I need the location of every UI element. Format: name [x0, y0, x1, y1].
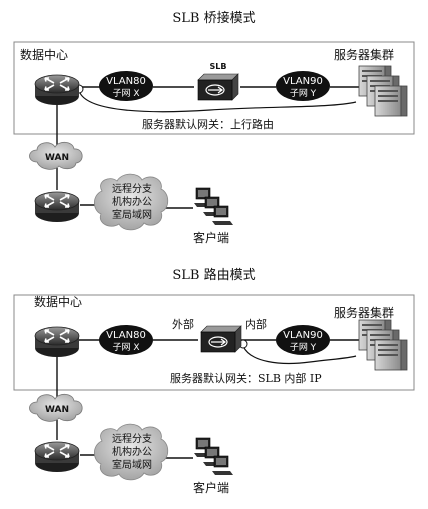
- top-branch-line2: 机构办公: [112, 195, 152, 208]
- bottom-slb-icon: [200, 325, 242, 353]
- bottom-vlan80-node: VLAN80 子网 X: [99, 325, 153, 355]
- top-datacenter-box: [13, 41, 415, 135]
- bottom-vlan80-name: VLAN80: [106, 330, 146, 341]
- top-gateway-path: [79, 92, 357, 113]
- bottom-client-label: 客户端: [193, 480, 229, 495]
- top-wan-label: WAN: [45, 153, 69, 163]
- bottom-server-cluster-icon: [359, 320, 407, 370]
- bottom-branch-router-icon: [34, 441, 80, 473]
- bottom-gateway-path: [242, 345, 357, 365]
- top-vlan90-subnet: 子网 Y: [290, 88, 317, 99]
- top-vlan80-name: VLAN80: [106, 76, 146, 87]
- bottom-wan-label: WAN: [45, 405, 69, 415]
- top-gateway-note: 服务器默认网关：上行路由: [142, 117, 274, 131]
- bottom-title: SLB 路由模式: [172, 267, 255, 283]
- bottom-branch-line1: 远程分支: [112, 433, 152, 445]
- top-server-cluster-icon: [359, 66, 407, 116]
- top-vlan80-subnet: 子网 X: [112, 88, 139, 99]
- top-server-cluster-label: 服务器集群: [334, 47, 394, 62]
- bottom-inside-label: 内部: [245, 317, 267, 331]
- top-client-pcs-icon: [194, 188, 233, 225]
- bottom-vlan90-name: VLAN90: [283, 330, 323, 341]
- top-slb-label: SLB: [210, 62, 227, 71]
- top-client-label: 客户端: [193, 230, 229, 245]
- top-vlan90-node: VLAN90 子网 Y: [276, 71, 330, 101]
- bottom-vlan90-subnet: 子网 Y: [290, 342, 317, 353]
- top-title: SLB 桥接模式: [172, 10, 255, 26]
- bottom-outside-label: 外部: [172, 317, 194, 331]
- bottom-vlan80-subnet: 子网 X: [112, 342, 139, 353]
- top-datacenter-router-icon: [34, 74, 80, 106]
- bottom-branch-line2: 机构办公: [112, 445, 152, 458]
- top-slb-icon: [197, 73, 239, 101]
- top-vlan80-node: VLAN80 子网 X: [99, 71, 153, 101]
- top-branch-line3: 室局域网: [112, 208, 152, 221]
- top-branch-line1: 远程分支: [112, 183, 152, 195]
- bottom-datacenter-box: [13, 294, 415, 391]
- bottom-server-cluster-label: 服务器集群: [334, 305, 394, 320]
- bottom-datacenter-router-icon: [34, 326, 80, 358]
- bottom-client-pcs-icon: [194, 438, 233, 475]
- top-vlan90-name: VLAN90: [283, 76, 323, 87]
- top-datacenter-label: 数据中心: [20, 47, 68, 62]
- bottom-gateway-note: 服务器默认网关：SLB 内部 IP: [170, 371, 322, 385]
- top-branch-router-icon: [34, 191, 80, 223]
- bottom-vlan90-node: VLAN90 子网 Y: [276, 325, 330, 355]
- bottom-datacenter-label: 数据中心: [34, 294, 82, 309]
- bottom-branch-line3: 室局域网: [112, 458, 152, 471]
